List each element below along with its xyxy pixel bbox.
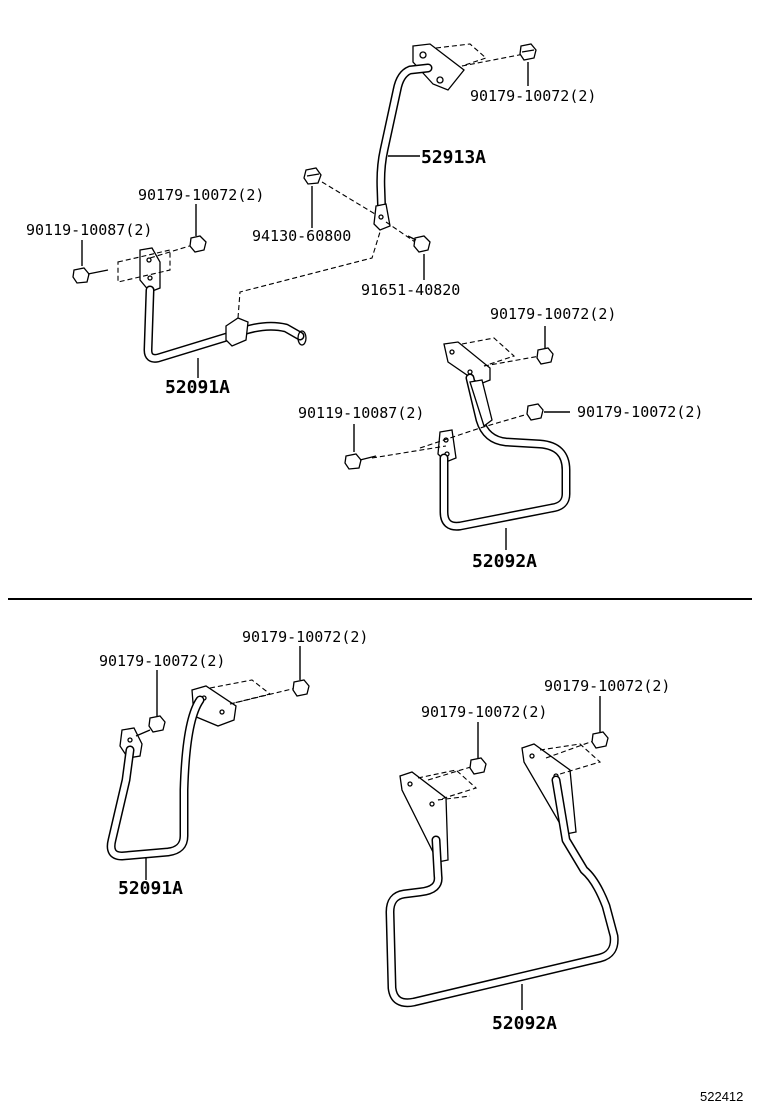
dash-line <box>437 795 471 801</box>
dash-line <box>419 413 529 449</box>
nut-icon <box>536 347 554 365</box>
dash-line <box>461 53 525 67</box>
grommet-icon <box>303 167 322 185</box>
label-top-bolt-left: 90119-10087(2) <box>26 221 152 239</box>
label-grommet-94130: 94130-60800 <box>252 227 351 245</box>
dash-line <box>435 43 488 67</box>
part-52092A-bottom-drawing <box>385 743 619 1008</box>
dash-line <box>483 355 541 367</box>
nut-icon <box>591 731 609 749</box>
dash-line <box>545 739 597 759</box>
label-52913A: 52913A <box>421 147 486 168</box>
dash-line <box>539 743 602 775</box>
label-mid-bolt: 90119-10087(2) <box>298 404 424 422</box>
dash-line <box>117 249 171 283</box>
label-mid-nut-lower: 90179-10072(2) <box>577 403 703 421</box>
dash-line <box>427 765 475 781</box>
dash-line <box>461 337 516 367</box>
label-52091A-bottom: 52091A <box>118 878 183 899</box>
dash-line <box>417 769 478 801</box>
nut-icon <box>469 757 487 775</box>
dash-line <box>149 243 197 259</box>
nut-icon <box>292 679 310 697</box>
label-top-nut-left: 90179-10072(2) <box>138 186 264 204</box>
part-52092A-top-drawing <box>437 341 571 531</box>
part-52913A-drawing <box>373 43 465 231</box>
nut-icon <box>519 43 537 61</box>
dash-line <box>229 687 297 705</box>
nut-icon <box>148 715 166 733</box>
label-52092A-bottom: 52092A <box>492 1013 557 1034</box>
bolt-icon <box>344 453 377 470</box>
label-top-nut-right: 90179-10072(2) <box>470 87 596 105</box>
label-52091A-top: 52091A <box>165 377 230 398</box>
nut-icon <box>189 235 207 253</box>
label-bot-right-nut-a: 90179-10072(2) <box>544 677 670 695</box>
label-bot-left-nut-b: 90179-10072(2) <box>99 652 225 670</box>
label-mid-nut-upper: 90179-10072(2) <box>490 305 616 323</box>
label-bot-left-nut-a: 90179-10072(2) <box>242 628 368 646</box>
nut-icon <box>526 403 544 421</box>
reference-code: 522412 <box>700 1089 743 1104</box>
label-bot-right-nut-b: 90179-10072(2) <box>421 703 547 721</box>
label-bolt-91651: 91651-40820 <box>361 281 460 299</box>
dash-line <box>371 445 447 459</box>
bolt-icon <box>407 235 431 253</box>
part-52091A-bottom-drawing <box>106 685 237 861</box>
label-52092A-top: 52092A <box>472 551 537 572</box>
dash-line <box>321 181 376 215</box>
bolt-icon <box>72 267 109 284</box>
bolt-line <box>135 729 151 737</box>
part-52091A-top-drawing <box>139 247 307 363</box>
dash-line <box>385 221 419 245</box>
